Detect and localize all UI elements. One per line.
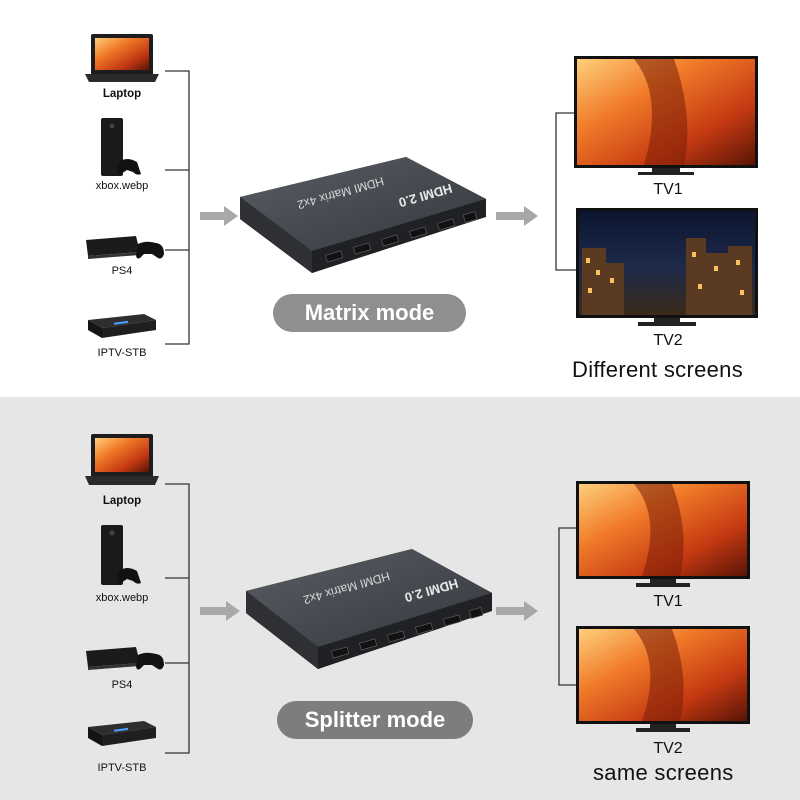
tv1-label: TV1 (653, 181, 683, 198)
input-arrow-icon (200, 205, 240, 227)
hdmi-matrix-device (234, 155, 494, 280)
output-connector-lines (558, 527, 582, 687)
source-label-laptop: Laptop (102, 88, 142, 100)
tv2-label: TV2 (653, 332, 683, 349)
splitter-mode-panel: Laptop xbox.webp PS4 IPTV-STB (0, 397, 800, 800)
caption-same-screens: same screens (593, 760, 734, 785)
source-label-ps4: PS4 (111, 265, 133, 277)
source-label-iptv: IPTV-STB (97, 762, 147, 774)
caption-different-screens: Different screens (572, 357, 743, 382)
source-label-iptv: IPTV-STB (97, 347, 147, 359)
tv1-label: TV1 (653, 593, 683, 610)
output-arrow-icon (496, 600, 540, 622)
source-label-ps4: PS4 (111, 679, 133, 691)
ps4-console-icon (82, 230, 166, 264)
xbox-console-icon (97, 525, 145, 589)
mode-label-matrix: Matrix mode (273, 294, 466, 332)
output-connector-lines (555, 112, 581, 272)
source-label-xbox: xbox.webp (95, 180, 149, 192)
tv2-screen (576, 626, 750, 738)
tv1-screen (576, 481, 750, 593)
source-label-laptop: Laptop (102, 495, 142, 507)
hdmi-matrix-device (240, 547, 500, 675)
set-top-box-icon (84, 312, 160, 342)
input-connector-lines (165, 483, 195, 755)
tv2-label: TV2 (653, 740, 683, 757)
tv1-screen (574, 56, 758, 180)
source-label-xbox: xbox.webp (95, 592, 149, 604)
ps4-console-icon (82, 641, 166, 675)
set-top-box-icon (84, 719, 160, 751)
input-connector-lines (165, 70, 195, 345)
tv2-screen (576, 208, 758, 330)
xbox-console-icon (97, 118, 145, 180)
matrix-mode-panel: Laptop xbox.webp PS4 IPTV-STB (0, 0, 800, 397)
laptop-icon (83, 32, 161, 84)
laptop-icon (83, 432, 161, 488)
mode-label-splitter: Splitter mode (277, 701, 473, 739)
output-arrow-icon (496, 205, 540, 227)
input-arrow-icon (200, 600, 242, 622)
